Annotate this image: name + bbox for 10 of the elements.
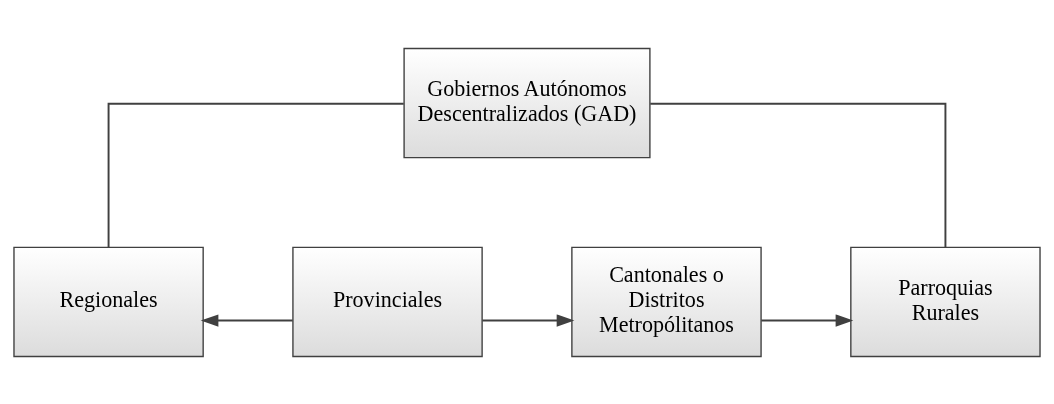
arrow bbox=[760, 313, 854, 327]
connector bbox=[649, 102, 947, 248]
node-box: Regionales bbox=[13, 246, 204, 357]
node-box: Parroquias Rurales bbox=[850, 246, 1041, 357]
connector bbox=[107, 102, 405, 248]
arrow bbox=[200, 313, 294, 327]
node-box: Cantonales o Distritos Metropólitanos bbox=[571, 246, 762, 357]
node-box: Gobiernos Autónomos Descentralizados (GAD) bbox=[403, 47, 651, 158]
arrow bbox=[481, 313, 575, 327]
node-box: Provinciales bbox=[292, 246, 483, 357]
